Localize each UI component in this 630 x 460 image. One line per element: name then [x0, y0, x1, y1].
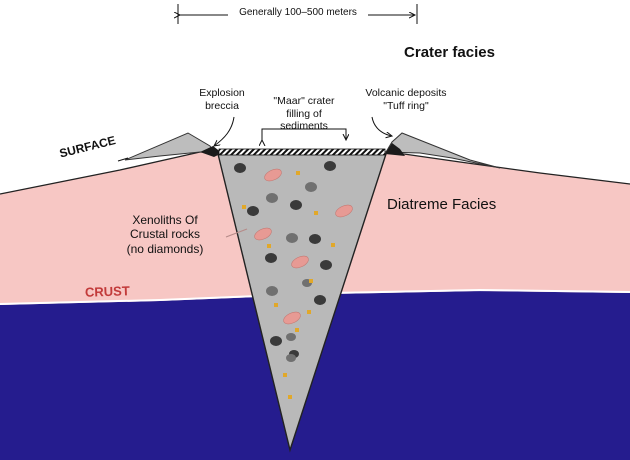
explosion-breccia — [200, 146, 222, 157]
maar-sediments — [218, 148, 386, 156]
gray-rock-icon — [286, 333, 296, 341]
dark-rock-icon — [290, 200, 302, 210]
pink-xenolith-icon — [283, 311, 301, 325]
explosion-breccia-label: Explosion breccia — [199, 87, 245, 112]
gold-grain-icon — [296, 171, 300, 175]
dark-rock-icon — [265, 253, 277, 263]
diatreme-clasts — [234, 161, 353, 399]
explosion-breccia-right — [385, 143, 405, 156]
pink-xenolith-icon — [254, 227, 272, 241]
diatreme-facies-label: Diatreme Facies — [387, 196, 497, 213]
dark-rock-icon — [247, 206, 259, 216]
gold-grain-icon — [288, 395, 292, 399]
dark-rock-icon — [324, 161, 336, 171]
gray-rock-icon — [266, 286, 278, 296]
gold-grain-icon — [314, 211, 318, 215]
tuff-ring-arrow — [371, 116, 392, 136]
gray-rock-icon — [286, 354, 296, 362]
width-dimension — [178, 4, 418, 24]
dark-rock-icon — [309, 234, 321, 244]
pink-xenolith-icon — [291, 255, 309, 269]
gold-grain-icon — [331, 243, 335, 247]
gold-grain-icon — [267, 244, 271, 248]
explosion-breccia-arrow — [214, 116, 235, 146]
gold-grain-icon — [242, 205, 246, 209]
surface-arrow — [117, 157, 129, 162]
dark-rock-icon — [314, 295, 326, 305]
xenolith-pointer — [225, 228, 248, 238]
gray-rock-icon — [266, 193, 278, 203]
width-range-label: Generally 100–500 meters — [228, 7, 368, 19]
tuff-ring-right — [385, 132, 501, 169]
maar-bracket — [262, 128, 346, 140]
maar-crater-label: "Maar" crater filling of sediments — [273, 95, 335, 133]
gold-grain-icon — [295, 328, 299, 332]
xenoliths-label: Xenoliths Of Crustal rocks (no diamonds) — [126, 213, 204, 256]
gold-grain-icon — [307, 310, 311, 314]
gray-rock-icon — [305, 182, 317, 192]
gold-grain-icon — [283, 373, 287, 377]
gold-grain-icon — [309, 279, 313, 283]
crust-label: CRUST — [84, 283, 131, 300]
dark-rock-icon — [320, 260, 332, 270]
pink-xenolith-icon — [264, 168, 282, 182]
volcanic-deposits-label: Volcanic deposits "Tuff ring" — [365, 87, 447, 112]
dark-rock-icon — [270, 336, 282, 346]
gold-grain-icon — [274, 303, 278, 307]
gray-rock-icon — [286, 233, 298, 243]
pink-xenolith-icon — [335, 204, 353, 218]
dark-rock-icon — [234, 163, 246, 173]
crater-facies-label: Crater facies — [404, 44, 495, 61]
